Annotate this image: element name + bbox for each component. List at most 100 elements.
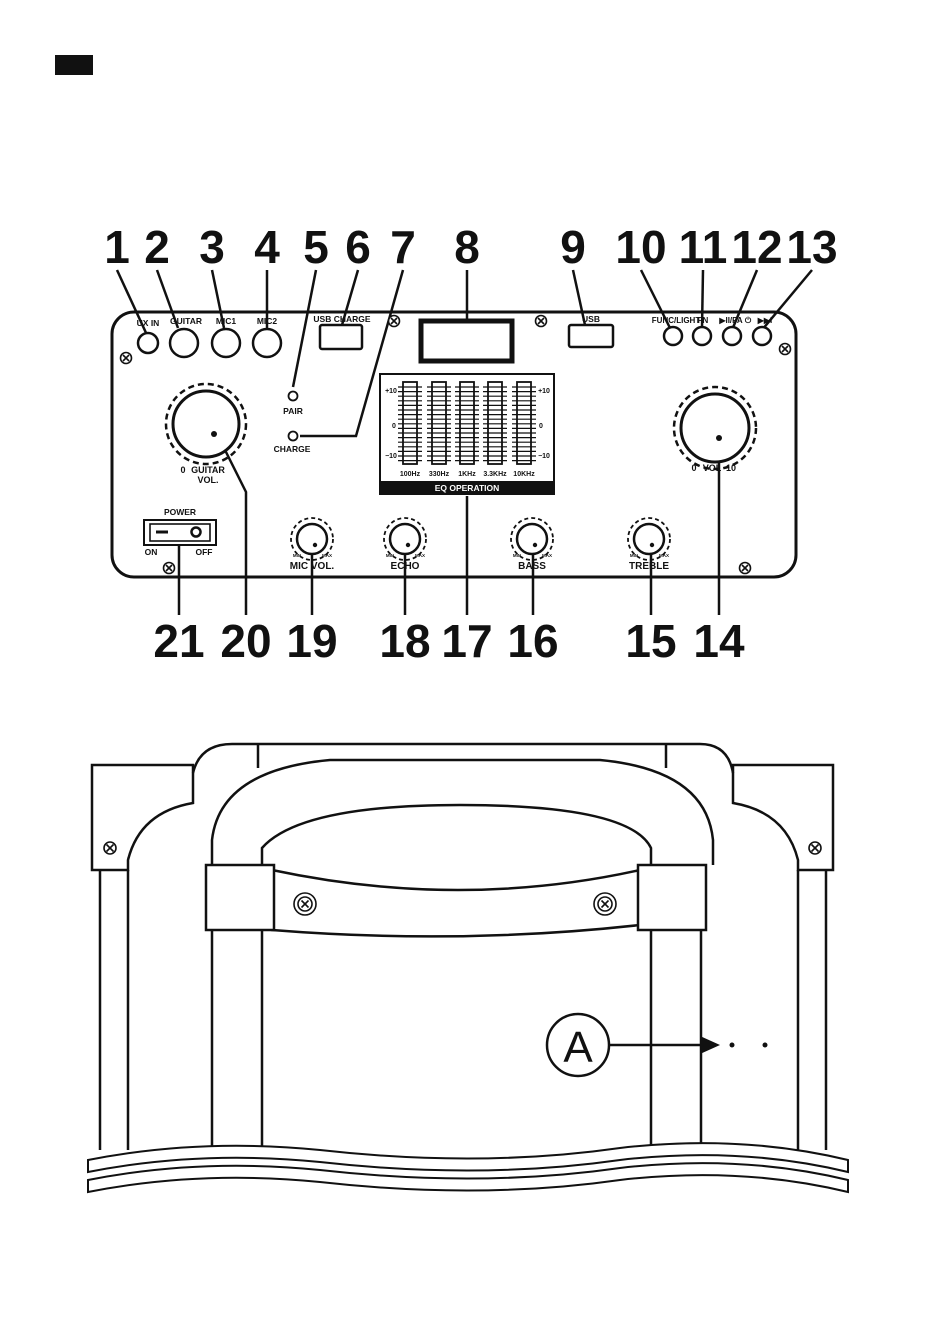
marker-a-label: A <box>563 1023 593 1072</box>
guitar-label: GUITAR <box>170 316 202 326</box>
aux-in-label: UX IN <box>137 318 160 328</box>
mic2-jack[interactable] <box>253 329 281 357</box>
usb-port[interactable] <box>569 325 613 347</box>
pair-label: PAIR <box>283 406 303 416</box>
callout-4: 4 <box>254 221 280 273</box>
usb-label: USB <box>582 314 600 324</box>
main-vol-name: VOL <box>703 463 722 473</box>
callout-1: 1 <box>104 221 130 273</box>
prev-button[interactable] <box>693 327 711 345</box>
master-volume-knob[interactable] <box>674 387 756 469</box>
screw-icon <box>780 344 791 355</box>
usb-charge-label: USB CHARGE <box>313 314 370 324</box>
small-knob-labels: MIC VOL. ECHO BASS TREBLE MIN MAX MIN MA… <box>290 553 670 572</box>
charge-led <box>289 432 298 441</box>
screw-icon <box>389 316 400 327</box>
mic1-label: MIC1 <box>216 316 237 326</box>
callout-8: 8 <box>454 221 480 273</box>
eq-title: EQ OPERATION <box>435 483 500 493</box>
hole-dot <box>730 1043 735 1048</box>
eq-scale-top-right: +10 <box>538 388 550 395</box>
callout-14: 14 <box>693 615 745 667</box>
charge-label: CHARGE <box>274 444 311 454</box>
treble-label: TREBLE <box>629 561 669 572</box>
guitar-jack[interactable] <box>170 329 198 357</box>
mic-max: MAX <box>322 553 332 558</box>
eq-scale-bottom-left: −10 <box>385 453 397 460</box>
mic2-label: MIC2 <box>257 316 278 326</box>
mic-vol-label: MIC VOL. <box>290 561 335 572</box>
treble-min: MIN <box>630 553 638 558</box>
page-marker-block <box>55 55 93 75</box>
guitar-volume-knob[interactable] <box>166 384 246 464</box>
screw-icon <box>121 353 132 364</box>
bass-label: BASS <box>518 561 546 572</box>
screw-icon <box>104 842 116 854</box>
usb-charge-port[interactable] <box>320 325 362 349</box>
screw-icon <box>594 893 616 915</box>
echo-min: MIN <box>386 553 394 558</box>
marker-a: A <box>547 1014 768 1076</box>
callout-7: 7 <box>390 221 416 273</box>
callout-13: 13 <box>786 221 837 273</box>
callout-16: 16 <box>507 615 558 667</box>
callout-9: 9 <box>560 221 586 273</box>
treble-max: MAX <box>659 553 669 558</box>
next-label: ▶▶I <box>757 316 773 325</box>
play-pause-button[interactable] <box>723 327 741 345</box>
callout-11: 11 <box>679 221 728 273</box>
func-light-button[interactable] <box>664 327 682 345</box>
callout-21: 21 <box>153 615 204 667</box>
power-icon-label: ⏻ <box>745 316 752 325</box>
callout-5: 5 <box>303 221 329 273</box>
main-vol-max: 10 <box>726 463 736 473</box>
mic1-jack[interactable] <box>212 329 240 357</box>
screw-icon <box>164 563 175 574</box>
eq-panel: EQ OPERATION +10 0 −10 +10 0 −10 100Hz 3… <box>380 374 554 494</box>
eq-band-100hz: 100Hz <box>400 471 421 478</box>
callout-20: 20 <box>220 615 271 667</box>
screw-icon <box>740 563 751 574</box>
guitar-vol-label: VOL. <box>197 475 218 485</box>
callout-15: 15 <box>625 615 676 667</box>
trolley-housing <box>92 744 833 1150</box>
main-vol-min: 0 <box>691 463 696 473</box>
eq-scale-top-left: +10 <box>385 388 397 395</box>
play-pause-label: ▶II/PA <box>718 316 743 325</box>
display-frame <box>421 321 512 361</box>
power-on-label: ON <box>145 547 158 557</box>
mic-min: MIN <box>293 553 301 558</box>
aux-in-jack[interactable] <box>138 333 158 353</box>
callout-17: 17 <box>441 615 492 667</box>
next-button[interactable] <box>753 327 771 345</box>
power-off-label: OFF <box>196 547 213 557</box>
screw-icon <box>809 842 821 854</box>
callout-numbers-bottom: 21 20 19 18 17 16 15 14 <box>153 615 745 667</box>
callout-10: 10 <box>615 221 666 273</box>
power-title: POWER <box>164 507 196 517</box>
callout-12: 12 <box>731 221 782 273</box>
bass-min: MIN <box>513 553 521 558</box>
guitar-vol-min: 0 <box>180 465 185 475</box>
break-lines <box>88 1143 848 1192</box>
hole-dot <box>763 1043 768 1048</box>
bass-max: MAX <box>542 553 552 558</box>
callout-3: 3 <box>199 221 225 273</box>
callout-19: 19 <box>286 615 337 667</box>
echo-max: MAX <box>415 553 425 558</box>
echo-label: ECHO <box>391 561 420 572</box>
eq-scale-mid-right: 0 <box>539 423 543 430</box>
func-light-label: FUNC/LIGHT <box>652 316 701 325</box>
callout-6: 6 <box>345 221 371 273</box>
callout-2: 2 <box>144 221 170 273</box>
pair-led <box>289 392 298 401</box>
eq-scale-bottom-right: −10 <box>538 453 550 460</box>
eq-band-10khz: 10KHz <box>513 471 535 478</box>
prev-label: FN <box>698 316 709 325</box>
callout-18: 18 <box>379 615 430 667</box>
eq-scale-mid-left: 0 <box>392 423 396 430</box>
guitar-vol-name: GUITAR <box>191 465 225 475</box>
eq-band-330hz: 330Hz <box>429 471 450 478</box>
screw-icon <box>536 316 547 327</box>
